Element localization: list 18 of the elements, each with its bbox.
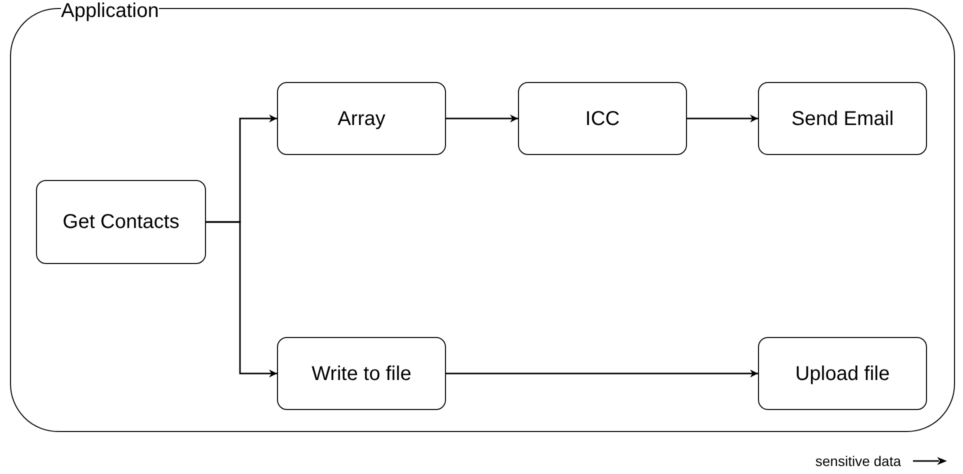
arrow: [446, 114, 518, 122]
process-box: [758, 337, 927, 410]
box-label: Upload file: [794, 362, 891, 386]
arrow: [206, 221, 277, 378]
box-label: Array: [336, 106, 386, 130]
process-box: [758, 82, 927, 155]
container-title: Application: [61, 0, 159, 23]
legend-label: sensitive data: [815, 452, 901, 470]
arrow: [687, 114, 758, 122]
process-box: [36, 180, 206, 264]
box-label: Write to file: [310, 362, 412, 386]
process-box: [518, 82, 687, 155]
box-label: ICC: [584, 106, 621, 130]
arrow: [446, 370, 758, 378]
box-label: Send Email: [790, 106, 895, 130]
box-label: Get Contacts: [62, 210, 180, 234]
process-box: [277, 337, 446, 410]
process-box: [277, 82, 446, 155]
